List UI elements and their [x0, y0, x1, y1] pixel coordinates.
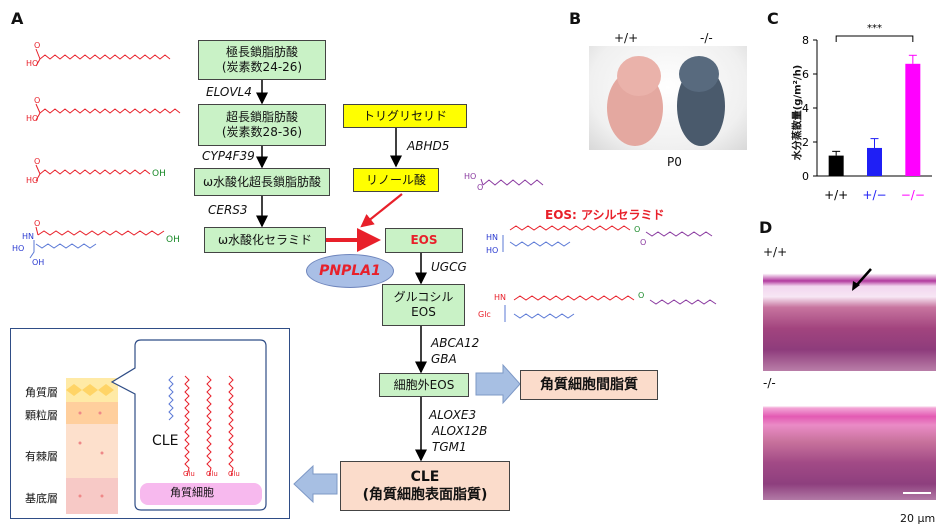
cer-oh-label: OH [32, 258, 45, 267]
block-arrow-intercellular [475, 363, 521, 405]
vlcfa-o-label: O [34, 41, 41, 50]
arrow-linoleic-to-eos [360, 193, 403, 228]
linoleic-o-label: O [477, 183, 484, 192]
skin-layer-granular: 顆粒層 [25, 409, 58, 422]
eos-acylceramide-label: EOS: アシルセラミド [545, 208, 665, 222]
photo-b-ko-label: -/- [700, 31, 713, 45]
enzyme-elovl4: ELOVL4 [206, 85, 252, 99]
molecule-eos [502, 225, 713, 252]
enzyme-cyp4f39: CYP4F39 [202, 149, 255, 163]
chart-y-tick-label: 4 [802, 102, 809, 115]
box-triglyceride: トリグリセリド [343, 104, 467, 128]
chart-y-tick-label: 6 [802, 68, 809, 81]
histology-ko-label: -/- [763, 376, 776, 390]
tewl-bar-chart: 0 2 4 6 8 +/+ +/− −/− *** [802, 23, 932, 202]
photo-b-wt-label: +/+ [614, 31, 639, 45]
glcer-hn-label: HN [494, 293, 506, 302]
box-extracellular-eos: 細胞外EOS [379, 373, 469, 397]
molecule-omega-ulcfa [35, 164, 151, 182]
chart-significance-label: *** [867, 23, 882, 34]
pup-photo [589, 46, 747, 150]
molecule-ulcfa [35, 103, 181, 121]
chart-y-axis-label: 水分蒸散量(g/m²/h) [792, 64, 804, 161]
omega-o-label: O [34, 157, 41, 166]
skin-layer-spinous: 有棘層 [25, 450, 58, 463]
panel-label-a: A [11, 9, 24, 28]
inset-cle-label: CLE [152, 433, 179, 449]
pup-photo-drawing [607, 56, 725, 146]
box-eos: EOS [385, 228, 463, 253]
cle-magnify-callout [110, 339, 267, 511]
enzyme-alox12b: ALOX12B [432, 424, 488, 438]
cer-ho-label: HO [12, 244, 25, 253]
inset-glu-label-3: Glu [228, 470, 240, 478]
box-linoleic-acid: リノール酸 [353, 168, 439, 192]
eos-hn-label: HN [486, 233, 498, 242]
enzyme-tgm1: TGM1 [432, 440, 467, 454]
cer-hn-label: HN [22, 232, 34, 241]
box-cle: CLE(角質細胞表面脂質) [340, 461, 510, 511]
chart-y-tick-label: 8 [802, 34, 809, 47]
histology-ko-image [763, 393, 936, 500]
chart-x-tick-label: +/+ [824, 188, 848, 202]
box-omega-ceramide: ω水酸化セラミド [204, 227, 326, 253]
panel-label-b: B [569, 9, 582, 28]
chart-bar [905, 63, 921, 176]
inset-glu-label-2: Glu [206, 470, 218, 478]
chart-y-tick-label: 2 [802, 136, 809, 149]
block-arrow-cle [293, 464, 338, 504]
enzyme-gba: GBA [431, 352, 457, 366]
ulcfa-o-label: O [34, 96, 41, 105]
vlcfa-ho-label: HO [26, 59, 39, 68]
inset-corneocyte-label: 角質細胞 [170, 486, 214, 499]
chart-y-tick-label: 0 [802, 170, 809, 183]
glcer-glc-label: Glc [478, 310, 491, 319]
glcer-ester-o-label: O [638, 291, 645, 300]
molecule-omega-ceramide [29, 226, 165, 259]
photo-b-age-label: P0 [667, 155, 682, 169]
molecule-vlcfa [35, 48, 171, 67]
histology-scale-label: 20 μm [900, 512, 936, 525]
omega-oh-label: OH [152, 169, 166, 179]
cer-o-label: O [34, 219, 41, 228]
eos-carbonyl-o-label: O [640, 238, 647, 247]
pnpla1-ellipse: PNPLA1 [306, 254, 394, 288]
box-ulcfa: 超長鎖脂肪酸(炭素数28-36) [198, 104, 326, 146]
enzyme-abhd5: ABHD5 [407, 139, 450, 153]
eos-ester-o-label: O [634, 225, 641, 234]
skin-inset-frame [10, 328, 290, 519]
box-vlcfa: 極長鎖脂肪酸(炭素数24-26) [198, 40, 326, 80]
chart-bar [867, 147, 882, 176]
chart-bars: +/+ +/− −/− *** [824, 23, 925, 202]
enzyme-ugcg: UGCG [431, 260, 467, 274]
skin-schematic [66, 339, 267, 514]
chart-significance-bracket [835, 35, 914, 42]
chart-x-tick-label: −/− [901, 188, 925, 202]
pnpla1-label: PNPLA1 [319, 263, 381, 279]
chart-x-tick-label: +/− [862, 188, 886, 202]
enzyme-cers3: CERS3 [208, 203, 248, 217]
histology-wt-arrow [852, 268, 872, 291]
ulcfa-ho-label: HO [26, 114, 39, 123]
enzyme-aloxe3: ALOXE3 [429, 408, 477, 422]
histology-wt-image [763, 265, 936, 371]
inset-glu-label-1: Glu [183, 470, 195, 478]
omega-ho-label: HO [26, 176, 39, 185]
box-intercellular-lipid: 角質細胞間脂質 [520, 370, 658, 400]
linoleic-ho-label: HO [464, 172, 477, 181]
panel-label-c: C [767, 9, 779, 28]
skin-layer-basal: 基底層 [25, 492, 58, 505]
skin-layer-stratum-corneum: 角質層 [25, 386, 58, 399]
molecule-glucosyl-eos [504, 295, 717, 322]
molecule-linoleic-acid [480, 178, 544, 186]
eos-ho-label: HO [486, 246, 499, 255]
box-omega-ulcfa: ω水酸化超長鎖脂肪酸 [194, 168, 330, 196]
chart-bar [828, 155, 844, 176]
enzyme-abca12: ABCA12 [431, 336, 480, 350]
histology-wt-label: +/+ [763, 245, 788, 259]
cer-terminal-oh-label: OH [166, 235, 180, 245]
panel-label-d: D [759, 218, 773, 237]
